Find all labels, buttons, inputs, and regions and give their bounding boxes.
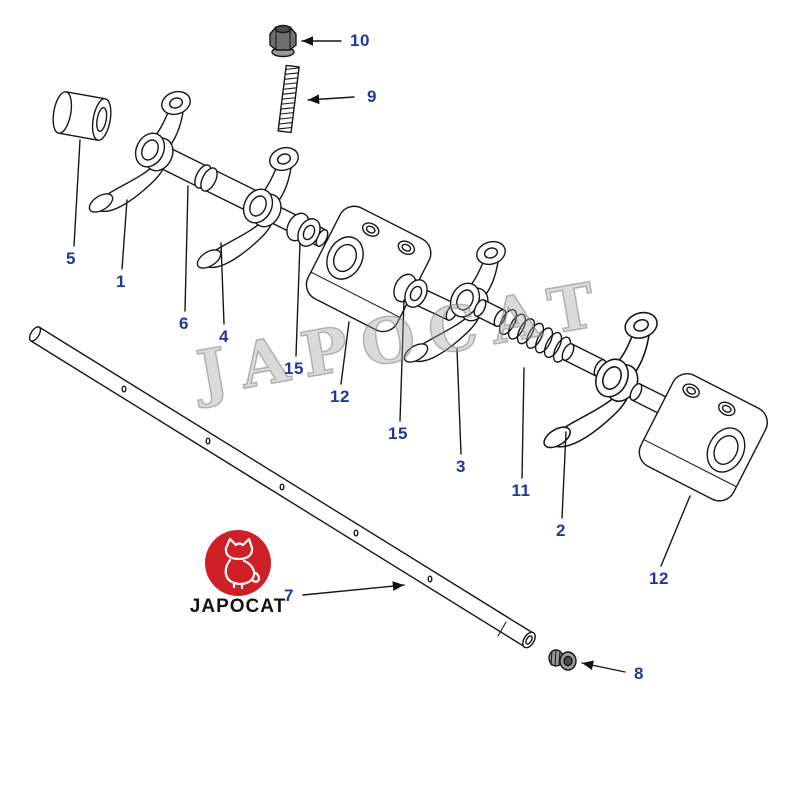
callout-12-7: 12 <box>330 387 350 406</box>
callout-5-2: 5 <box>66 249 76 268</box>
leader-line-9-1 <box>307 94 355 105</box>
leader-line-7-13 <box>302 581 405 596</box>
callout-10-0: 10 <box>350 31 370 50</box>
leader-line-11-10 <box>521 367 525 479</box>
leader-line-2-11 <box>561 431 567 519</box>
leader-line-15-6 <box>295 242 301 357</box>
callout-11-10: 11 <box>511 481 531 500</box>
cat-icon <box>224 537 261 590</box>
callout-3-9: 3 <box>456 457 466 476</box>
leader-line-1-3 <box>121 199 128 270</box>
logo-circle <box>205 530 271 596</box>
callout-1-3: 1 <box>116 272 126 291</box>
callout-9-1: 9 <box>367 87 377 106</box>
leader-line-12-7 <box>340 321 350 385</box>
callout-2-11: 2 <box>556 521 566 540</box>
leader-line-15-8 <box>399 299 405 422</box>
leader-line-6-4 <box>184 185 189 312</box>
leader-line-3-9 <box>456 348 462 455</box>
leader-line-8-14 <box>581 660 626 673</box>
callout-4-5: 4 <box>219 327 229 346</box>
japocat-logo-text: JAPOCAT <box>189 596 287 617</box>
callout-15-8: 15 <box>388 424 408 443</box>
leader-line-5-2 <box>73 139 81 247</box>
callout-15-6: 15 <box>284 359 304 378</box>
part-9-adjusting-stud <box>277 64 300 134</box>
shaft-section-4 <box>473 299 507 327</box>
part-11-spring <box>498 308 572 363</box>
part-5-bushing <box>52 91 112 141</box>
part-12-pedestal-rear <box>638 373 768 502</box>
callout-7-13: 7 <box>284 586 294 605</box>
part-15-washers-rear <box>393 273 428 308</box>
part-8-end-plug <box>548 649 577 671</box>
leader-lines <box>73 36 691 673</box>
callout-12-12: 12 <box>649 569 669 588</box>
part-10-nut <box>269 24 297 58</box>
callout-6-4: 6 <box>179 314 189 333</box>
part-4-rocker-arm <box>193 143 302 273</box>
part-15-washers-front <box>286 212 321 247</box>
callout-8-14: 8 <box>634 664 644 683</box>
part-7-rocker-shaft-tube <box>28 326 536 649</box>
leader-line-12-12 <box>660 495 691 567</box>
japocat-logo <box>205 530 271 596</box>
leader-line-4-5 <box>220 242 225 325</box>
